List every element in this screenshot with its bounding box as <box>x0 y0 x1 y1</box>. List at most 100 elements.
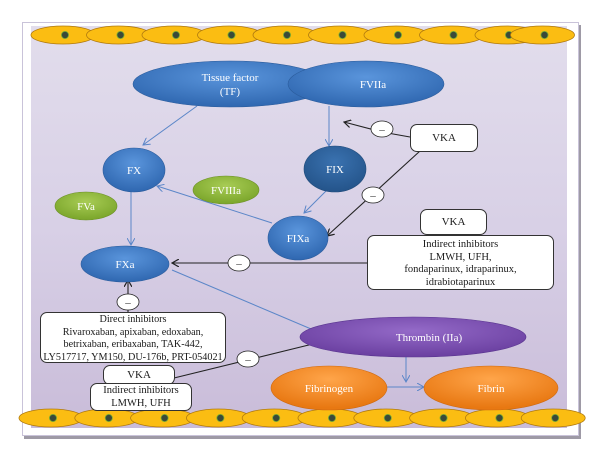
svg-text:–: – <box>369 190 376 202</box>
thrombin-label: Thrombin (IIa) <box>396 332 463 344</box>
cell-nucleus <box>540 30 549 39</box>
tissue-factor-abbrev: (TF) <box>220 86 241 98</box>
arrow-fixa-to-fx <box>157 186 273 224</box>
cell-nucleus <box>393 30 402 39</box>
endothelial-cell <box>520 408 586 428</box>
endothelial-cell <box>18 408 84 428</box>
node-fx: FX <box>102 147 166 193</box>
cell-nucleus <box>49 413 58 422</box>
cell-nucleus <box>338 30 347 39</box>
cell-nucleus <box>495 413 504 422</box>
node-thrombin: Thrombin (IIa) <box>299 316 527 358</box>
indirect-mid-line-1: Indirect inhibitors <box>422 239 499 250</box>
cell-nucleus <box>551 413 560 422</box>
inhibitor-symbol-fixa: – <box>361 186 385 204</box>
endothelial-cell <box>409 408 475 428</box>
node-tissue-factor: Tissue factor (TF) <box>132 60 328 108</box>
tissue-factor-label: Tissue factor <box>202 72 259 84</box>
vka-top-label: VKA <box>432 132 456 144</box>
indirect-inhibitors-box-mid: Indirect inhibitors LMWH, UFH, fondapari… <box>367 235 554 290</box>
endothelial-cell <box>464 408 530 428</box>
arrow-fxa-to-thrombin <box>171 269 330 337</box>
fx-label: FX <box>127 165 141 177</box>
fviia-label: FVIIa <box>360 79 386 91</box>
vka-mid-label: VKA <box>441 216 466 228</box>
indirect-mid-line-2: LMWH, UFH, <box>429 251 492 263</box>
cell-nucleus <box>449 30 458 39</box>
inhibitor-symbols: – – – – – <box>116 120 394 368</box>
node-fibrinogen: Fibrinogen <box>270 365 388 411</box>
svg-text:–: – <box>235 258 242 270</box>
node-fxa: FXa <box>80 245 170 283</box>
endothelial-cell <box>353 408 419 428</box>
endothelial-cell <box>86 25 151 45</box>
cell-nucleus <box>227 30 236 39</box>
arrow-fix-to-fixa <box>304 190 327 213</box>
endothelial-cell <box>197 25 262 45</box>
svg-text:–: – <box>378 124 385 136</box>
endothelial-cell <box>241 408 307 428</box>
indirect-bottom-line-2: LMWH, UFH <box>111 397 171 409</box>
endothelial-cell <box>141 25 207 45</box>
node-fibrin: Fibrin <box>423 365 559 411</box>
indirect-mid-line-3: fondaparinux, idraparinux, <box>404 264 517 275</box>
direct-line-2: Rivaroxaban, apixaban, edoxaban, <box>62 326 204 338</box>
cell-nucleus <box>160 413 169 422</box>
fibrin-label: Fibrin <box>478 383 505 395</box>
cell-nucleus <box>171 30 180 39</box>
arrow-tf-to-fx <box>143 105 198 145</box>
node-fviiia: FVIIIa <box>192 175 260 205</box>
direct-inhibitors-box: Direct inhibitors Rivaroxaban, apixaban,… <box>40 312 226 363</box>
endothelial-cell <box>130 408 196 428</box>
cell-nucleus <box>282 30 291 39</box>
indirect-mid-line-4: idrabiotaparinux <box>425 276 496 288</box>
cell-nucleus <box>327 413 336 422</box>
endothelial-cell-layer-bottom <box>18 408 586 428</box>
endothelial-cell <box>308 25 373 45</box>
endothelial-cell <box>30 25 96 45</box>
endothelial-cell-layer-top <box>30 25 575 45</box>
indirect-bottom-line-1: Indirect inhibitors <box>103 385 179 396</box>
endothelial-cell <box>74 408 140 428</box>
node-fixa: FIXa <box>267 215 329 261</box>
node-fix: FIX <box>303 145 367 193</box>
cell-nucleus <box>116 30 125 39</box>
inhibitor-symbol-fix-activation: – <box>370 120 394 138</box>
cell-nucleus <box>439 413 448 422</box>
inhibitor-symbol-thrombin: – <box>236 350 260 368</box>
diagram-frame <box>22 22 579 436</box>
endothelial-cell <box>185 408 251 428</box>
fxa-label: FXa <box>116 259 135 271</box>
fva-label: FVa <box>77 201 95 213</box>
cell-nucleus <box>61 30 70 39</box>
inhibitor-symbol-fxa-direct: – <box>116 293 140 311</box>
cell-nucleus <box>216 413 225 422</box>
cell-nucleus <box>272 413 281 422</box>
activation-arrows <box>131 105 424 387</box>
svg-text:–: – <box>244 354 251 366</box>
fibrinogen-label: Fibrinogen <box>305 383 354 395</box>
vka-box-top: VKA <box>410 124 478 152</box>
endothelial-cell <box>510 25 575 45</box>
fixa-label: FIXa <box>287 233 310 245</box>
vka-box-bottom: VKA <box>103 365 175 385</box>
vka-box-mid: VKA <box>420 209 487 235</box>
cell-nucleus <box>104 413 113 422</box>
direct-line-3: betrixaban, eribaxaban, TAK-442, <box>63 339 203 350</box>
vka-bottom-label: VKA <box>127 369 151 381</box>
endothelial-cell <box>419 25 484 45</box>
indirect-inhibitors-box-bottom: Indirect inhibitors LMWH, UFH <box>90 383 192 411</box>
node-fva: FVa <box>54 191 118 221</box>
inhibitor-symbol-fxa-indirect: – <box>227 254 251 272</box>
direct-line-4: LY517717, YM150, DU-176b, PRT-054021 <box>43 351 223 363</box>
endothelial-cell <box>363 25 429 45</box>
endothelial-cell <box>297 408 363 428</box>
svg-text:–: – <box>124 297 131 309</box>
fix-label: FIX <box>326 164 344 176</box>
cell-nucleus <box>383 413 392 422</box>
endothelial-cell <box>252 25 318 45</box>
node-fviia: FVIIa <box>287 60 445 108</box>
fviiia-label: FVIIIa <box>211 185 241 197</box>
direct-line-1: Direct inhibitors <box>99 314 167 325</box>
